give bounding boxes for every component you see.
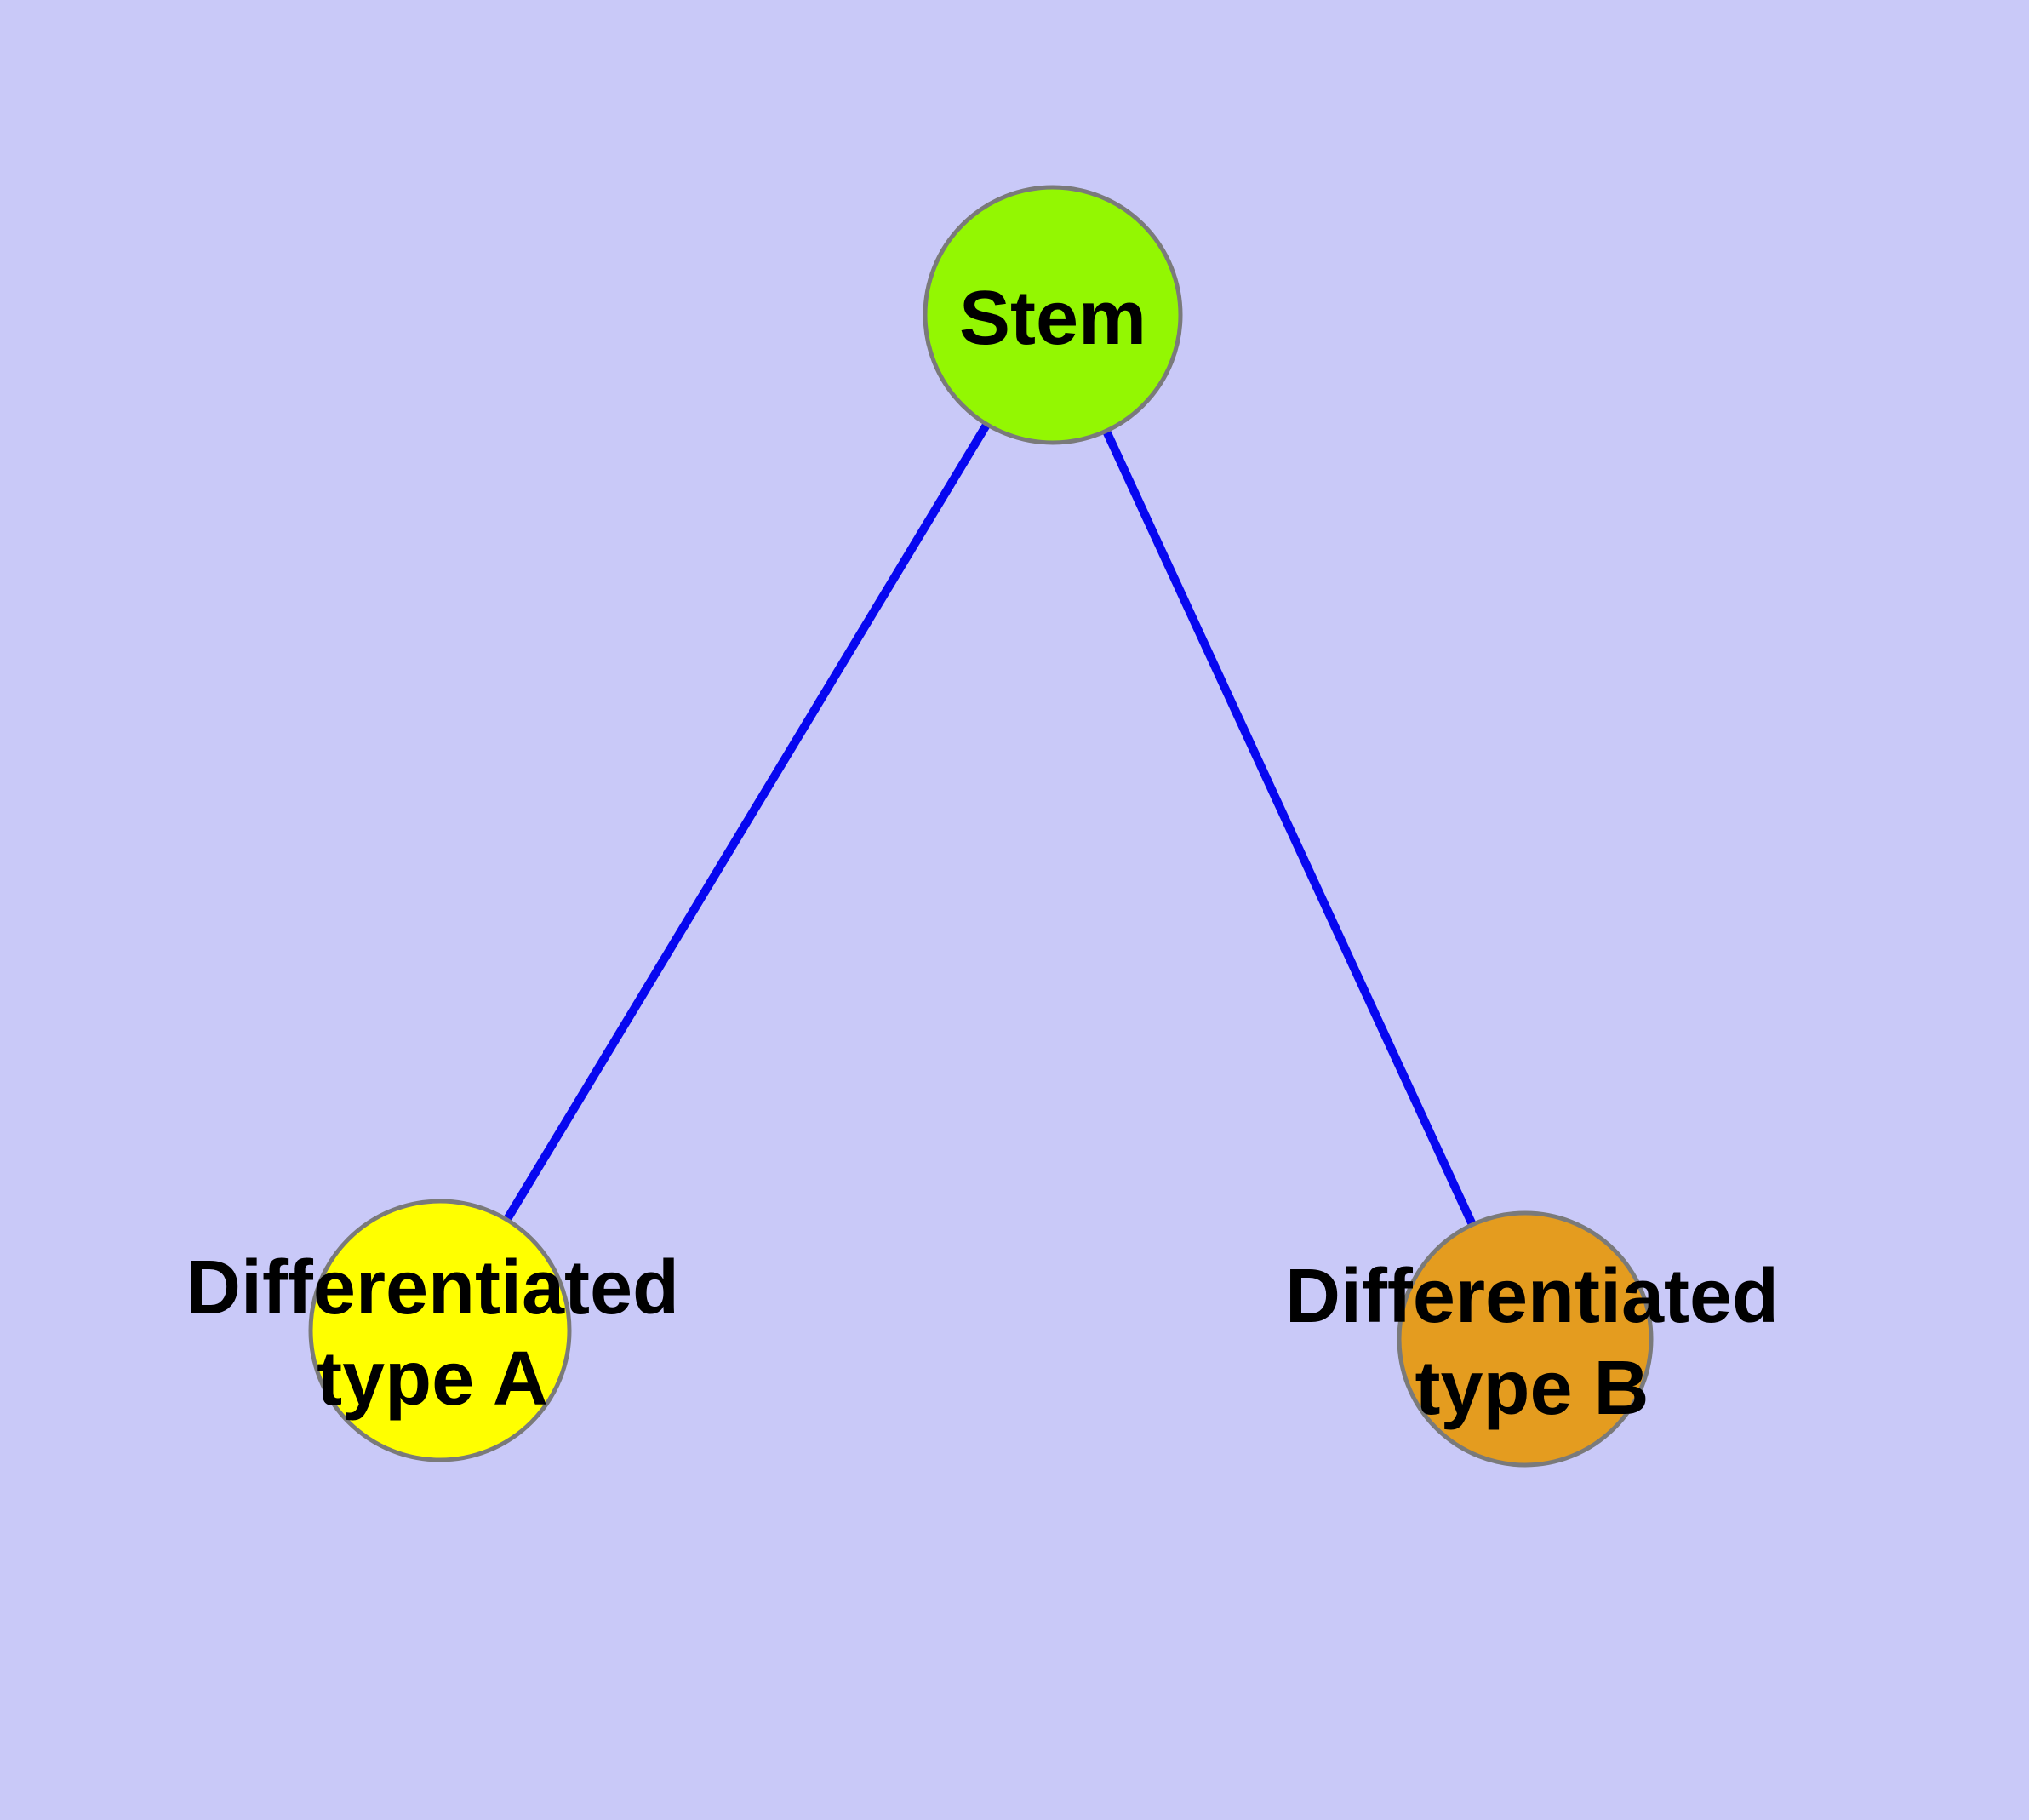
edge-stem-to-type-b [1049, 312, 1529, 1342]
node-differentiated-type-b [1397, 1210, 1654, 1468]
node-type-a-label-line1: Differentiated [186, 1245, 679, 1331]
node-differentiated-type-a [308, 1199, 572, 1462]
node-stem [923, 185, 1183, 445]
node-type-b-label-line1: Differentiated [1285, 1254, 1779, 1339]
node-type-a-label-line2: type A [317, 1336, 548, 1422]
node-type-b-label-line2: type B [1415, 1346, 1649, 1431]
edge-stem-to-type-a [436, 312, 1057, 1333]
node-stem-label: Stem [959, 276, 1146, 361]
